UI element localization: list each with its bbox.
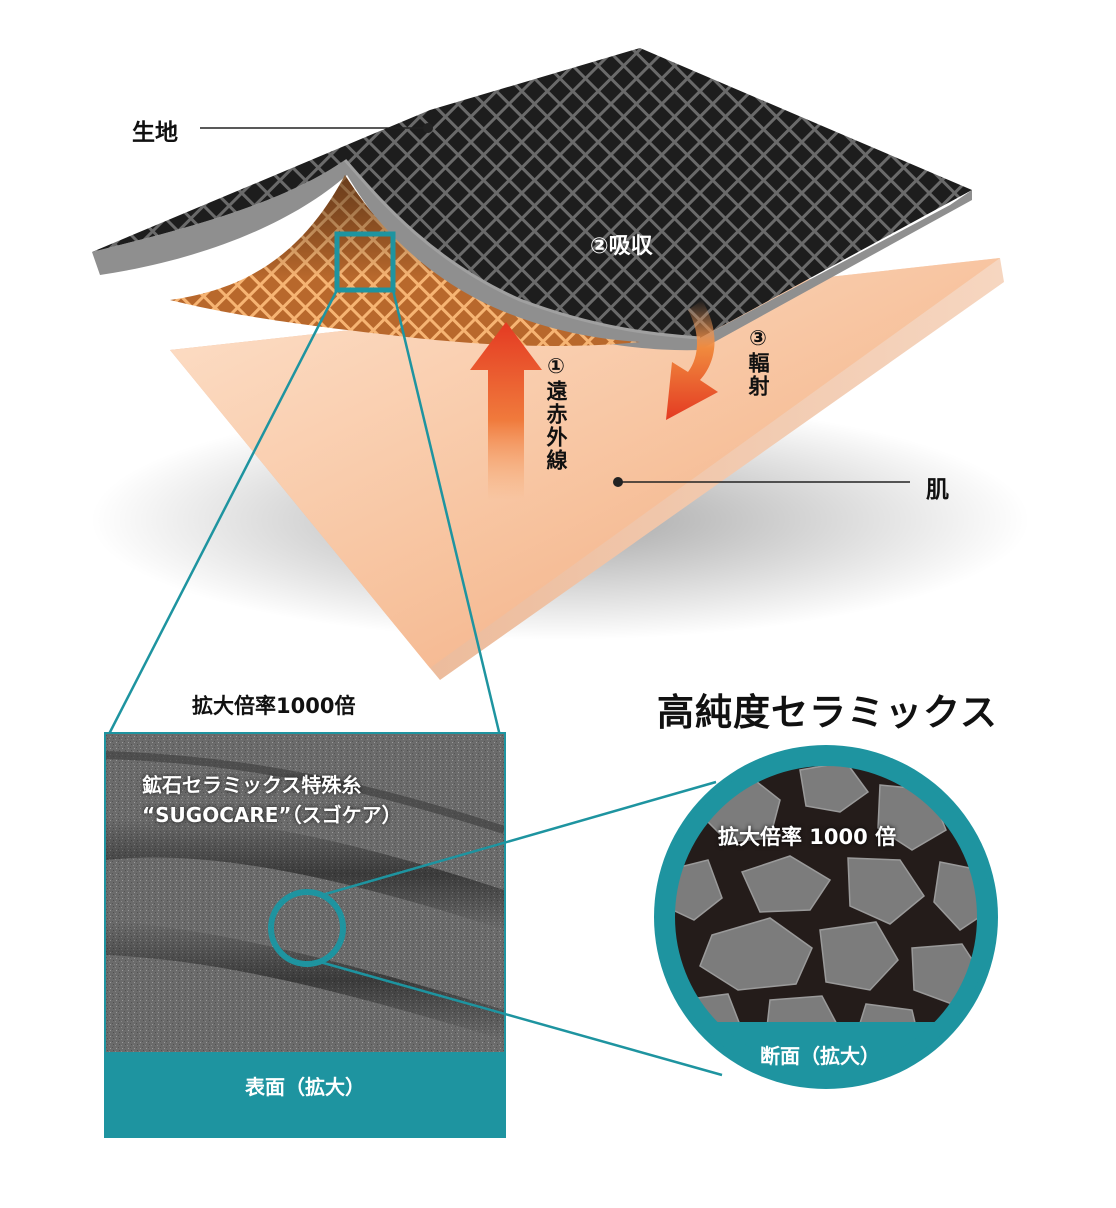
cross-section-magnification: 拡大倍率 1000 倍 (718, 825, 897, 849)
surface-micrograph (104, 732, 506, 1138)
micrograph-caption: 鉱石セラミックス特殊糸 “SUGOCARE”（スゴケア） (142, 770, 402, 830)
connector-bottom (319, 960, 723, 1077)
fabric-label: 生地 (132, 120, 178, 146)
zoom-line-right (391, 289, 502, 737)
zoom-circle-small (268, 889, 346, 967)
radiate-arrow-icon (666, 300, 718, 420)
skin-leader (613, 477, 910, 487)
zoom-square (334, 231, 396, 293)
zoom-line-left (106, 289, 339, 737)
far-infrared-arrow-icon (470, 322, 542, 500)
skin-layer (170, 258, 1004, 680)
connector-top (321, 780, 717, 897)
cross-section-label: 断面（拡大） (760, 1044, 880, 1068)
magnification-label: 拡大倍率1000倍 (192, 694, 356, 718)
fabric-leader (200, 123, 433, 133)
skin-label: 肌 (926, 477, 949, 503)
radiate-label: ③輻射 (746, 326, 770, 398)
caption-line-2: “SUGOCARE”（スゴケア） (142, 803, 402, 827)
far-infrared-label: ①遠赤外線 (544, 354, 568, 472)
fabric-layer (92, 48, 972, 351)
caption-line-1: 鉱石セラミックス特殊糸 (142, 773, 362, 797)
surface-label: 表面（拡大） (245, 1075, 365, 1099)
ceramics-heading: 高純度セラミックス (657, 691, 998, 734)
absorb-label: ②吸収 (590, 234, 653, 259)
cross-section-circle (654, 745, 998, 1089)
